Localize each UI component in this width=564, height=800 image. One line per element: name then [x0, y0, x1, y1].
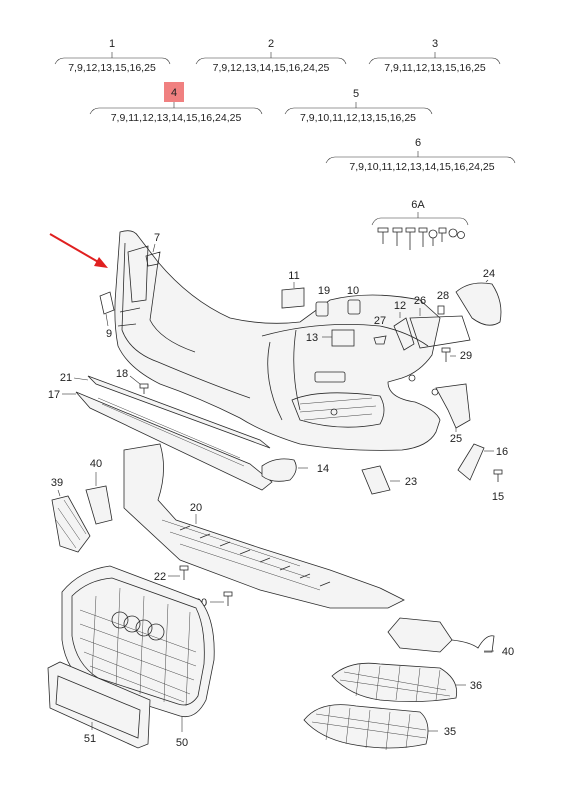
part-40-right[interactable]: 40 — [387, 617, 514, 658]
part-15[interactable]: 15 — [492, 469, 504, 503]
label-51: 51 — [84, 733, 96, 745]
part-14[interactable]: 14 — [261, 458, 329, 482]
group-number: 6 — [415, 137, 421, 149]
label-10: 10 — [347, 285, 359, 297]
label-22: 22 — [154, 571, 166, 583]
bumper-cover[interactable] — [114, 230, 441, 451]
label-12: 12 — [394, 300, 406, 312]
group-members: 7,9,12,13,15,16,25 — [68, 62, 156, 74]
group-number: 5 — [353, 88, 359, 100]
label-29: 29 — [460, 350, 472, 362]
part-16[interactable]: 16 — [457, 443, 508, 481]
part-13[interactable]: 13 — [306, 329, 355, 347]
louver-slots — [179, 525, 331, 587]
label-27: 27 — [374, 315, 386, 327]
highlight-box — [164, 82, 184, 102]
part-18[interactable]: 18 — [116, 368, 149, 394]
label-35: 35 — [444, 726, 456, 738]
indicator-arrow — [49, 233, 108, 268]
part-40-left[interactable]: 40 — [85, 458, 113, 525]
part-12[interactable]: 12 — [393, 300, 415, 351]
group-members: 7,9,11,12,13,14,15,16,24,25 — [111, 112, 242, 124]
part-39[interactable]: 39 — [51, 477, 91, 553]
label-25: 25 — [450, 433, 462, 445]
label-40: 40 — [502, 646, 514, 658]
label-28: 28 — [437, 290, 449, 302]
label-7: 7 — [154, 232, 160, 244]
group-1[interactable]: 1 7,9,12,13,15,16,25 — [54, 38, 171, 74]
label-36: 36 — [470, 680, 482, 692]
group-4[interactable]: 4 7,9,11,12,13,14,15,16,24,25 — [89, 82, 263, 124]
rings-logo — [111, 611, 165, 641]
label-40: 40 — [90, 458, 102, 470]
label-21: 21 — [60, 372, 72, 384]
part-22[interactable]: 22 — [154, 565, 189, 583]
tow-eye-cover — [314, 371, 346, 383]
part-36-grille[interactable]: 36 — [331, 662, 482, 703]
part-51-plate-holder[interactable]: 51 — [47, 661, 151, 749]
group-members: 7,9,11,12,13,15,16,25 — [384, 62, 486, 74]
group-number: 4 — [171, 87, 177, 99]
part-24[interactable]: 24 — [455, 268, 502, 326]
label-23: 23 — [405, 476, 417, 488]
part-27[interactable]: 27 — [373, 315, 387, 345]
label-17: 17 — [48, 389, 60, 401]
group-3[interactable]: 3 7,9,11,12,13,15,16,25 — [368, 38, 501, 74]
screw-icon — [377, 227, 465, 250]
group-6[interactable]: 6 7,9,10,11,12,13,14,15,16,24,25 — [325, 137, 516, 173]
part-20[interactable]: 20 — [123, 443, 405, 609]
part-7[interactable]: 7 — [145, 232, 161, 267]
label-39: 39 — [51, 477, 63, 489]
label-19: 19 — [318, 285, 330, 297]
label-14: 14 — [317, 463, 329, 475]
part-10[interactable]: 10 — [347, 285, 361, 315]
part-23[interactable]: 23 — [361, 465, 417, 495]
label-24: 24 — [483, 268, 495, 280]
label-26: 26 — [414, 295, 426, 307]
group-2[interactable]: 2 7,9,12,13,14,15,16,24,25 — [195, 38, 347, 74]
part-26[interactable]: 26 — [409, 295, 471, 349]
part-9[interactable]: 9 — [99, 291, 115, 340]
part-21[interactable]: 21 — [60, 372, 271, 449]
label-16: 16 — [496, 446, 508, 458]
part-35-grille[interactable]: 35 — [303, 704, 456, 751]
label-18: 18 — [116, 368, 128, 380]
label-50: 50 — [176, 737, 188, 749]
part-11[interactable]: 11 — [281, 270, 305, 309]
part-25[interactable]: 25 — [435, 383, 471, 445]
label-11: 11 — [288, 270, 299, 282]
fastener-set-label: 6A — [411, 199, 425, 211]
part-29[interactable]: 29 — [441, 347, 472, 362]
part-28[interactable]: 28 — [437, 290, 449, 315]
label-9: 9 — [106, 328, 112, 340]
group-members: 7,9,12,13,14,15,16,24,25 — [213, 62, 330, 74]
label-20: 20 — [190, 502, 202, 514]
group-members: 7,9,10,11,12,13,15,16,25 — [300, 112, 416, 124]
group-5[interactable]: 5 7,9,10,11,12,13,15,16,25 — [284, 88, 433, 124]
part-17[interactable]: 17 — [48, 389, 273, 491]
label-13: 13 — [306, 332, 318, 344]
fastener-set-6a[interactable]: 6A — [371, 199, 469, 250]
group-number: 3 — [432, 38, 438, 50]
label-15: 15 — [492, 491, 504, 503]
group-number: 2 — [268, 38, 274, 50]
part-19[interactable]: 19 — [315, 285, 330, 317]
group-members: 7,9,10,11,12,13,14,15,16,24,25 — [349, 161, 494, 173]
group-number: 1 — [109, 38, 115, 50]
